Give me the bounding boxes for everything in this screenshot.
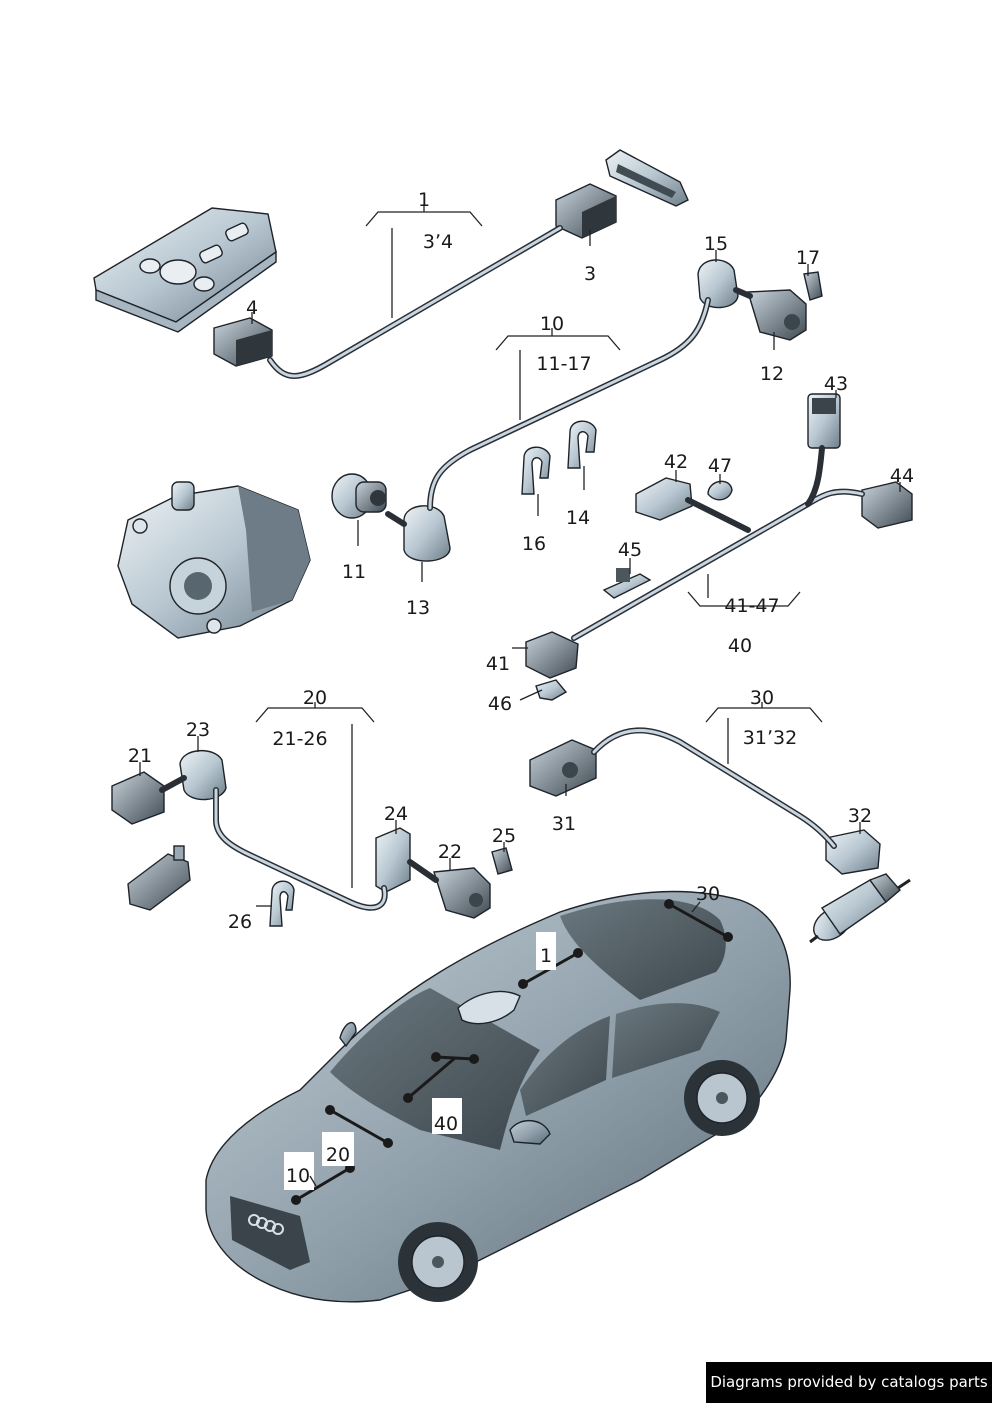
callout-17: 17 xyxy=(796,247,820,269)
car-illustration: 1 30 40 20 10 xyxy=(205,883,791,1303)
callout-23: 23 xyxy=(186,719,210,741)
group-20-harness xyxy=(111,749,513,927)
callout-15: 15 xyxy=(704,233,728,255)
group-40-harness xyxy=(525,393,913,701)
part-11 xyxy=(331,473,387,519)
callout-30: 30 xyxy=(750,687,774,709)
part-42 xyxy=(635,477,693,521)
part-23 xyxy=(179,749,227,801)
callout-1-range: 3ʼ4 xyxy=(423,231,453,253)
clip-26 xyxy=(269,880,295,927)
group-1-roof-harness xyxy=(93,149,689,379)
callout-4: 4 xyxy=(246,297,258,319)
callout-43: 43 xyxy=(824,373,848,395)
motor-part-unlabeled xyxy=(809,873,911,944)
switch-part-unlabeled xyxy=(127,845,191,911)
clip-14 xyxy=(567,420,597,469)
callout-25: 25 xyxy=(492,825,516,847)
callout-22: 22 xyxy=(438,841,462,863)
part-21 xyxy=(111,771,165,825)
callout-10-range: 11-17 xyxy=(536,353,591,375)
part-46 xyxy=(535,679,568,701)
callout-26: 26 xyxy=(228,911,252,933)
clip-16 xyxy=(521,446,551,495)
callout-20-range: 21-26 xyxy=(272,728,327,750)
part-15 xyxy=(697,259,739,309)
car-marker-lines xyxy=(295,902,729,1202)
callout-11: 11 xyxy=(342,561,366,583)
car-marker-40: 40 xyxy=(434,1113,458,1135)
callout-12: 12 xyxy=(760,363,784,385)
roof-console-part xyxy=(93,207,277,333)
callout-31: 31 xyxy=(552,813,576,835)
callout-40: 40 xyxy=(728,635,752,657)
callout-1: 1 xyxy=(418,189,430,211)
callout-20: 20 xyxy=(303,687,327,709)
car-marker-1: 1 xyxy=(540,945,552,967)
switch-unit-part xyxy=(605,149,689,207)
callout-45: 45 xyxy=(618,539,642,561)
footer-credit: Diagrams provided by catalogs parts xyxy=(706,1362,992,1403)
callout-16: 16 xyxy=(522,533,546,555)
callout-21: 21 xyxy=(128,745,152,767)
connector-4-part xyxy=(213,317,273,367)
callout-40-range: 41-47 xyxy=(724,595,779,617)
part-31 xyxy=(529,739,597,797)
part-17 xyxy=(803,271,823,301)
group-10-harness xyxy=(331,259,823,562)
callout-30-range: 31ʼ32 xyxy=(743,727,797,749)
part-45 xyxy=(602,568,652,599)
pump-unit-part xyxy=(117,481,311,639)
group-30-harness xyxy=(529,727,911,944)
callout-14: 14 xyxy=(566,507,590,529)
car-marker-20: 20 xyxy=(326,1144,350,1166)
part-41 xyxy=(525,631,579,679)
part-12 xyxy=(747,289,807,341)
car-marker-30: 30 xyxy=(696,883,720,905)
part-47 xyxy=(707,480,733,501)
connector-3-part xyxy=(555,183,617,239)
car-marker-10: 10 xyxy=(286,1165,310,1187)
callout-32: 32 xyxy=(848,805,872,827)
callout-44: 44 xyxy=(890,465,914,487)
leader-lines xyxy=(139,204,901,907)
part-32 xyxy=(825,829,881,875)
part-24 xyxy=(375,827,411,893)
part-43 xyxy=(807,393,841,449)
part-22 xyxy=(433,867,491,919)
callout-46: 46 xyxy=(488,693,512,715)
callout-13: 13 xyxy=(406,597,430,619)
callout-10: 10 xyxy=(540,313,564,335)
part-13 xyxy=(403,505,451,562)
callout-42: 42 xyxy=(664,451,688,473)
callout-24: 24 xyxy=(384,803,408,825)
callout-3: 3 xyxy=(584,263,596,285)
callout-41: 41 xyxy=(486,653,510,675)
part-25 xyxy=(491,847,513,875)
part-44 xyxy=(861,481,913,529)
callout-labels: 1 3ʼ4 3 4 10 11-17 15 17 12 43 42 47 44 … xyxy=(128,189,914,933)
callout-47: 47 xyxy=(708,455,732,477)
